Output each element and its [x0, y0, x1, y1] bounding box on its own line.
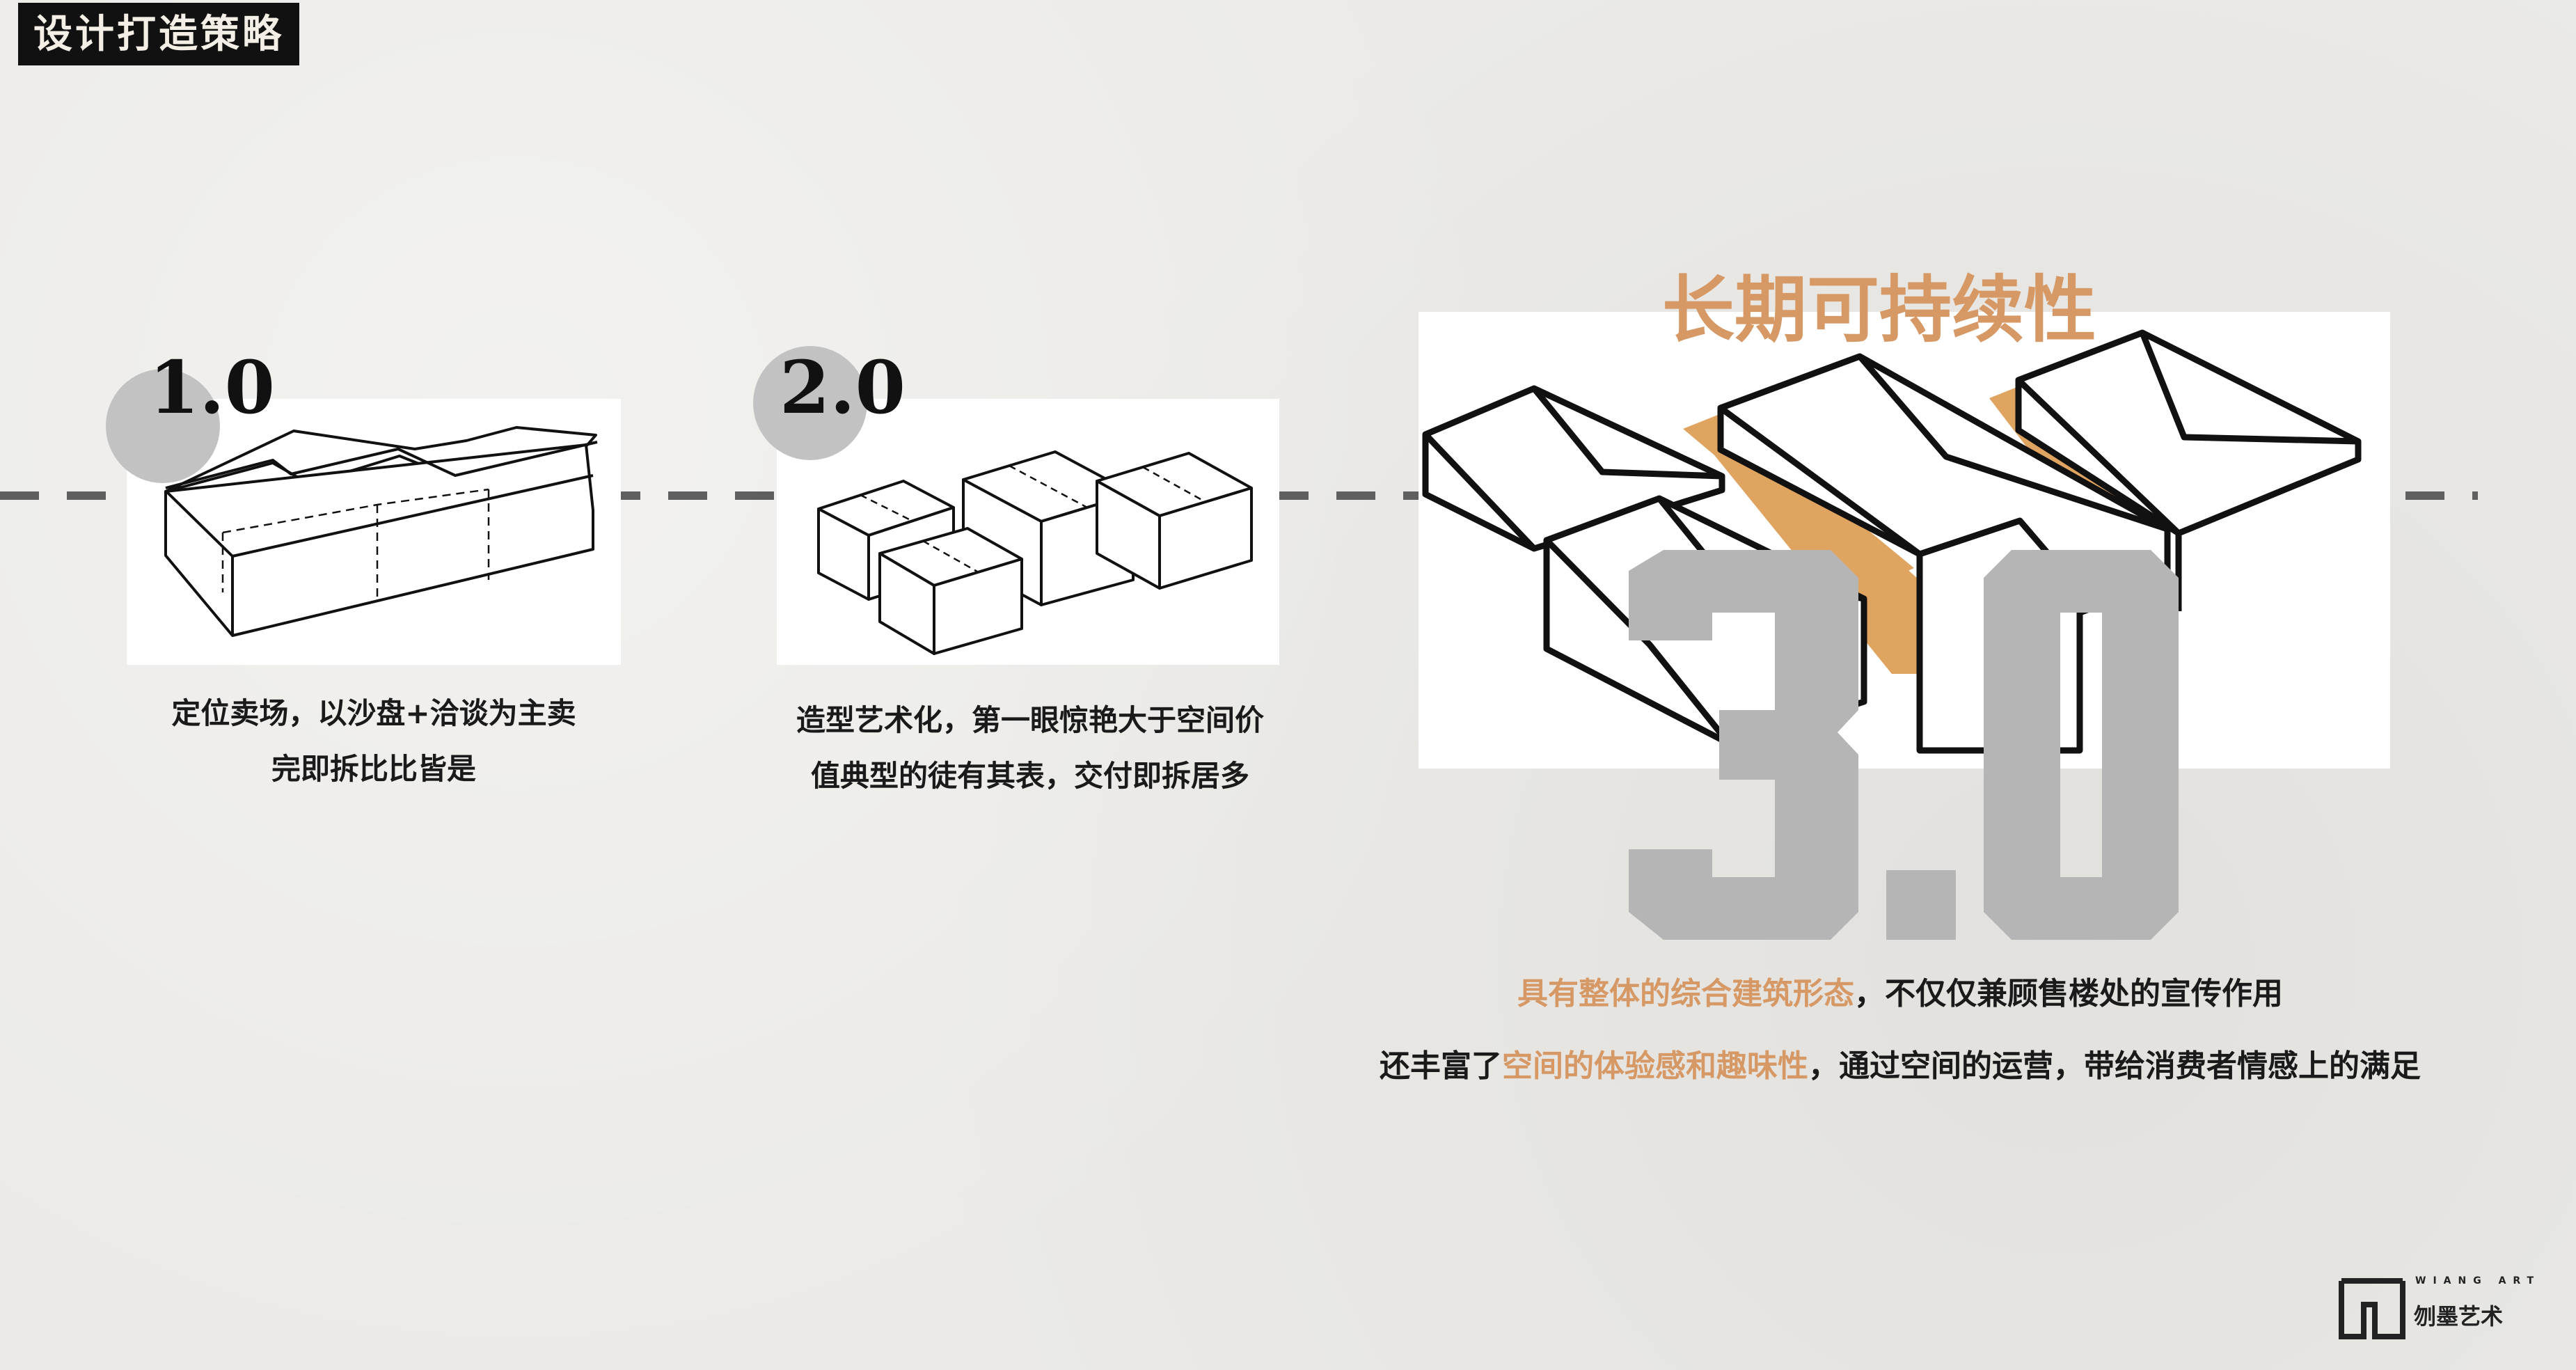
- stage-2-caption: 造型艺术化，第一眼惊艳大于空间价 值典型的徒有其表，交付即拆居多: [752, 693, 1309, 804]
- stage-2-card: [777, 399, 1279, 665]
- stage-1-number: 1.0: [149, 345, 275, 430]
- brand-logo-english: WIANG ART: [2415, 1275, 2541, 1286]
- stage-3-highlight-1: 具有整体的综合建筑形态: [1517, 976, 1854, 1011]
- stage-2-diagram: [817, 450, 1253, 655]
- stage-1-diagram: [164, 426, 598, 637]
- brand-logo-text: 刎墨艺术: [2414, 1303, 2504, 1330]
- stage-1-caption: 定位卖场，以沙盘+洽谈为主卖 完即拆比比皆是: [127, 686, 621, 797]
- stage-3-caption: 具有整体的综合建筑形态，不仅仅兼顾售楼处的宣传作用 还丰富了空间的体验感和趣味性…: [1274, 958, 2527, 1103]
- stage-2-caption-line-1: 造型艺术化，第一眼惊艳大于空间价: [796, 703, 1264, 737]
- stage-3-diagram: [1422, 329, 2362, 754]
- stage-3-caption-line-1: 具有整体的综合建筑形态，不仅仅兼顾售楼处的宣传作用: [1274, 958, 2527, 1030]
- stage-3-card: [1419, 312, 2390, 769]
- page-title: 设计打造策略: [18, 3, 299, 65]
- stage-3-line-1-rest: ，不仅仅兼顾售楼处的宣传作用: [1854, 976, 2283, 1011]
- stage-2-number: 2.0: [780, 345, 906, 430]
- stage-2-circle: [753, 346, 867, 460]
- brand-logo-mark: [2339, 1278, 2405, 1339]
- stage-1-caption-line-2: 完即拆比比皆是: [271, 752, 476, 786]
- stage-3-caption-line-2: 还丰富了空间的体验感和趣味性，通过空间的运营，带给消费者情感上的满足: [1274, 1030, 2527, 1103]
- stage-3-line-2-prefix: 还丰富了: [1380, 1048, 1502, 1084]
- stage-2-caption-line-2: 值典型的徒有其表，交付即拆居多: [810, 759, 1249, 793]
- stage-3-line-2-rest: ，通过空间的运营，带给消费者情感上的满足: [1808, 1048, 2421, 1084]
- stage-1-caption-line-1: 定位卖场，以沙盘+洽谈为主卖: [171, 696, 576, 730]
- stage-1-circle: [106, 369, 220, 483]
- stage-3-highlight-2: 空间的体验感和趣味性: [1502, 1048, 1808, 1084]
- stage-3-headline: 长期可持续性: [1661, 267, 2096, 352]
- big-3-0-graphic: [1629, 550, 2179, 940]
